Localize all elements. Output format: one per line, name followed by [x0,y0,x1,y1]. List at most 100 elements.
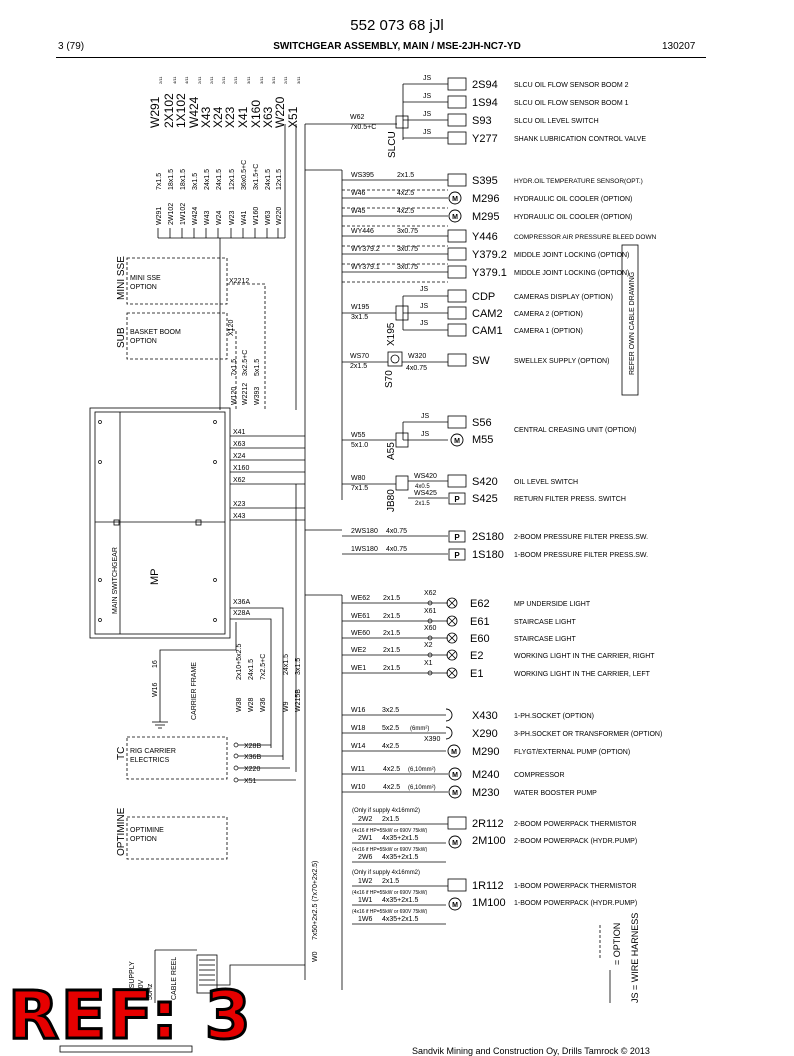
refer-note: REFER OWN CABLE DRAWING [629,272,636,375]
top-cable-spec: 3x1.5+C [253,164,260,190]
motor-symbol-letter: M [454,438,460,445]
mp-latch [195,519,202,526]
device-id: S56 [472,417,492,429]
socket-cable-id: W18 [351,725,366,732]
mp-screw [98,618,102,622]
top-connector-ref: 2/11 [197,76,202,84]
device-desc: SLCU OIL LEVEL SWITCH [514,118,599,125]
top-connector-label: X41 [236,106,250,128]
light-connector-pin [427,635,433,641]
jb80-cable-spec: 7x1.5 [351,485,368,492]
lamp-symbol [446,632,458,644]
top-cable-spec: 18x1.5 [168,169,175,190]
mp-screw [98,578,102,582]
device-id: E61 [470,616,490,628]
a55-label: A55 [386,442,397,460]
top-connector-label: W220 [273,96,287,128]
tc-side-label: TC [116,747,127,760]
mp-x36a-wire [230,607,284,760]
motor-symbol [448,785,462,799]
mp-screw [213,618,217,622]
light-cable-id: WE60 [351,630,370,637]
top-connector-label: X43 [199,106,213,128]
x195-js: JS [420,320,429,327]
light-connector-pin [427,600,433,606]
s70-label: S70 [384,370,395,388]
device-desc: OIL LEVEL SWITCH [514,479,578,486]
footer-company: Sandvik Mining and Construction Oy, Dril… [412,1046,650,1056]
motor-symbol-letter: M [452,214,458,221]
a55-cable-id: W55 [351,432,366,439]
w0-wire [215,964,305,986]
top-cable-spec: 7x1.5 [156,173,163,190]
device-box [447,816,467,830]
top-cable-spec: 36x0.5+C [241,160,248,190]
w0-cable-spec: 7x50+2x2.5 (7x70+2x2.5) [312,861,319,940]
device-id: X430 [472,710,498,722]
light-cable-spec: 2x1.5 [383,613,400,620]
device-desc: COMPRESSOR [514,772,565,779]
mini-sse-block [126,257,228,305]
jb80-box [395,475,409,491]
top-connector-ref: 2/11 [283,76,288,84]
device-desc: SLCU OIL FLOW SENSOR BOOM 1 [514,100,629,107]
device-box [447,113,467,127]
top-connector-ref: 3/11 [246,76,251,84]
light-connector-pin [427,670,433,676]
supply-label: 50Hz [147,983,154,1000]
device-desc: MIDDLE JOINT LOCKING (OPTION) [514,252,629,259]
tc-connector-label: X28B [244,743,261,750]
socket-cable-spec: 3x2.5 [382,707,399,714]
light-connector-pin [427,618,433,624]
s70-knob [390,354,400,364]
pressure-letter: P [454,551,460,560]
sub-body: BASKET BOOM [130,329,181,336]
w16-left-wire [159,622,237,722]
device-desc: STAIRCASE LIGHT [514,619,576,626]
tc-cable-spec: 2x10+5x2.5 [236,644,243,680]
top-connector-label: W424 [187,96,201,128]
socket-cable-spec: 5x2.5 [382,725,399,732]
socket-extra: X390 [424,736,440,743]
sensor-cable-id: WY446 [351,228,374,235]
sensor-cable-spec: 3x0.75 [397,228,418,235]
slcu-js: JS [423,129,432,136]
pressure-cable-spec: 4x0.75 [386,528,407,535]
powerpack-cable-id: 2W2 [358,816,373,823]
device-desc: WORKING LIGHT IN THE CARRIER, RIGHT [514,653,655,660]
top-connector-ref: 3/11 [259,76,264,84]
sensor-cable-spec: 2x1.5 [397,172,414,179]
device-desc: HYDRAULIC OIL COOLER (OPTION) [514,214,632,221]
device-desc: 2-BOOM PRESSURE FILTER PRESS.SW. [514,534,648,541]
lamp-cross [448,599,456,607]
lamp-cross [448,617,456,625]
socket-symbol [445,726,453,740]
device-desc: 1-BOOM POWERPACK THERMISTOR [514,883,637,890]
device-id: M240 [472,769,500,781]
tc-connector-label: X36B [244,754,261,761]
light-cable-spec: 2x1.5 [383,665,400,672]
top-cable-spec: 24x1.5 [265,169,272,190]
device-desc: HYDR.OIL TEMPERATURE SENSOR(OPT.) [514,178,643,185]
tc-connector-pin [233,777,239,783]
device-box [447,323,467,337]
pressure-switch-symbol [448,548,466,561]
jb80-cable-id: W80 [351,475,366,482]
mp-connector-label: X28A [233,610,250,617]
page-title: SWITCHGEAR ASSEMBLY, MAIN / MSE-2JH-NC7-… [273,41,521,52]
motor-symbol [448,209,462,223]
device-desc: 3-PH.SOCKET OR TRANSFORMER (OPTION) [514,731,662,738]
mp-connector-label: X36A [233,599,250,606]
device-desc: 1-BOOM POWERPACK (HYDR.PUMP) [514,900,637,907]
pressure-cable-spec: 4x0.75 [386,546,407,553]
device-box [447,247,467,261]
mini-sse-wire [227,283,266,410]
w0-cable-id: W0 [312,951,319,962]
device-id: Y446 [472,231,498,243]
w16-left-id: W16 [152,683,159,698]
legend-js: JS = WIRE HARNESS [630,913,640,1003]
motor-symbol [448,897,462,911]
device-desc: WORKING LIGHT IN THE CARRIER, LEFT [514,671,651,678]
motor-symbol-letter: M [452,840,458,847]
device-id: S420 [472,476,498,488]
